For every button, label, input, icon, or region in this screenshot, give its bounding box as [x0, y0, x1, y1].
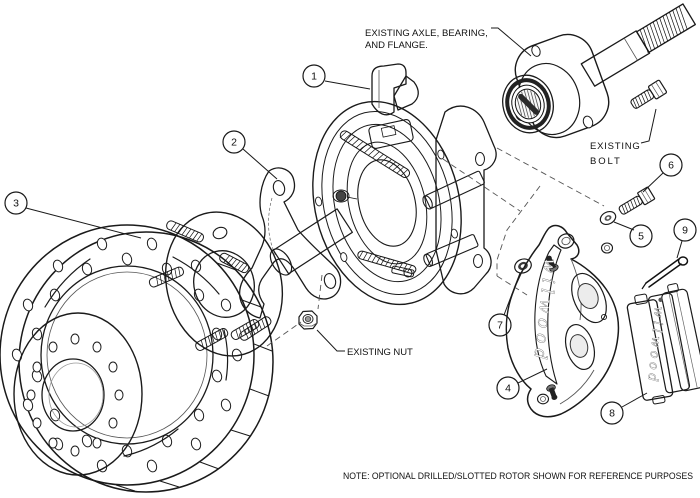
caliper-ear-top	[557, 233, 575, 249]
callout-8: 8	[600, 401, 624, 425]
rotor-inner-ring	[40, 265, 214, 445]
rotor-center-bore	[41, 358, 105, 432]
caliper-banner	[534, 244, 562, 385]
shoe-adjuster	[391, 265, 415, 278]
axle-shaft	[580, 30, 651, 87]
pad-logo: wilwood	[644, 306, 666, 386]
rotor-bore-chamfer	[48, 362, 104, 428]
wheel-stud	[219, 252, 250, 274]
callout-5-number: 5	[638, 231, 644, 243]
existing-axle-assembly	[502, 3, 696, 139]
washer-7	[514, 258, 532, 274]
plate-hole	[212, 226, 228, 240]
existing-nut	[298, 310, 318, 330]
bracket-hidden-line	[268, 197, 277, 257]
caliper-mount-bracket-tab	[371, 63, 419, 116]
callout-1: 1	[302, 64, 326, 88]
callout-leaders	[25, 27, 683, 408]
axle-flange-bracket	[435, 105, 497, 295]
anchor-block	[368, 119, 414, 149]
bracket-hole-top	[272, 180, 286, 196]
retainer-plate	[148, 211, 284, 357]
label-existing-axle-line2: AND FLANGE.	[365, 40, 428, 51]
washer-5	[599, 210, 617, 226]
anchor-post	[422, 170, 485, 210]
callout-7-number: 7	[497, 320, 503, 332]
rotor-vane-edge	[46, 271, 208, 439]
caliper-piston	[577, 283, 599, 309]
caliper-window	[571, 272, 607, 324]
flange-bracket-hole	[473, 254, 483, 268]
rotor	[0, 224, 274, 493]
axle-bearing	[502, 74, 554, 134]
ring-holes	[315, 149, 458, 262]
rotor-hat-holes	[26, 333, 124, 457]
label-existing-axle-line1: EXISTING AXLE, BEARING,	[365, 28, 488, 39]
callout-4: 4	[496, 376, 520, 400]
backing-plate-assembly	[312, 63, 497, 306]
cotter-pin	[641, 256, 689, 290]
caliper-piston	[569, 334, 589, 358]
callout-6-number: 6	[668, 160, 674, 172]
callout-8-number: 8	[609, 408, 615, 420]
axle-spline	[636, 3, 696, 53]
caliper-ear-rear	[600, 242, 614, 254]
brake-shoe-web	[346, 141, 428, 265]
return-spring-top	[339, 130, 411, 179]
wheel-stud	[166, 220, 205, 243]
mount-bolt-6	[618, 186, 656, 215]
pad-shim	[647, 292, 691, 394]
return-spring-bottom	[357, 250, 417, 274]
pad-backing-plate	[661, 283, 700, 392]
callout-4-number: 4	[505, 383, 511, 395]
alignment-guides	[266, 147, 605, 347]
callout-5: 5	[629, 224, 653, 248]
axle-stub	[269, 208, 353, 276]
caliper-ear-bottom	[536, 393, 550, 405]
label-existing-nut: EXISTING NUT	[347, 347, 413, 358]
callout-9: 9	[673, 218, 697, 242]
bridge-hole	[600, 313, 608, 321]
caliper-logo: wilwood	[529, 257, 560, 365]
existing-bolt	[630, 79, 668, 109]
wheel-stud	[239, 316, 272, 341]
bracket-hole-bottom	[323, 273, 337, 289]
wheel-stud	[195, 328, 229, 351]
callout-2-number: 2	[231, 137, 237, 149]
callout-7: 7	[488, 313, 512, 337]
anchor-block-detail	[380, 125, 397, 138]
callout-6: 6	[659, 153, 683, 177]
rotor-slots	[44, 256, 229, 457]
flange-bracket-hole	[475, 152, 485, 166]
brake-pad-set: wilwood	[626, 283, 700, 405]
callout-2: 2	[222, 130, 246, 154]
label-existing-bolt-line1: EXISTING	[590, 141, 640, 152]
bleed-screw-bottom	[546, 384, 558, 400]
pad-front	[626, 293, 674, 405]
caliper-window	[564, 323, 596, 371]
callout-3: 3	[4, 191, 28, 215]
shoe-hold-down	[332, 189, 358, 203]
label-existing-bolt-line2: BOLT	[590, 156, 620, 167]
bleed-screw-top	[545, 255, 559, 272]
rotor-hat-face	[13, 312, 143, 476]
wheel-stud	[148, 266, 185, 288]
rotor-rim-ticks	[115, 236, 273, 492]
caliper: wilwood	[505, 224, 620, 418]
rotor-drilled-holes	[11, 237, 243, 473]
callout-9-number: 9	[682, 225, 688, 237]
callout-1-number: 1	[311, 71, 317, 83]
reference-note: NOTE: OPTIONAL DRILLED/SLOTTED ROTOR SHO…	[343, 471, 693, 482]
callout-3-number: 3	[13, 198, 19, 210]
